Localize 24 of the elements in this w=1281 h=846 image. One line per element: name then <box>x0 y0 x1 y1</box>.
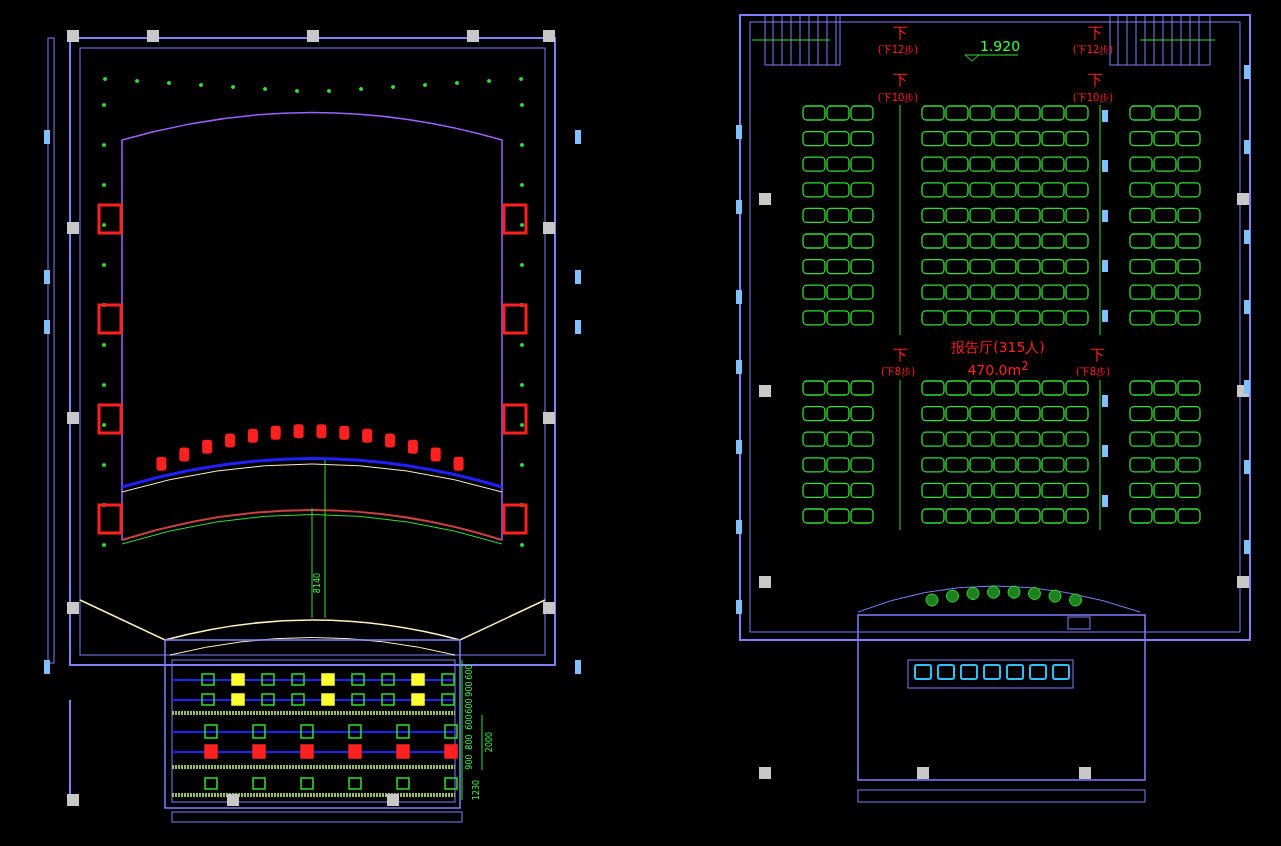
dimension-text: 600 <box>466 714 474 730</box>
step-count-label: (下10步) <box>877 93 919 103</box>
stair-direction-label: 下 <box>1089 347 1105 363</box>
step-count-label: (下8步) <box>1075 367 1111 377</box>
stair-direction-label: 下 <box>1087 72 1103 88</box>
stair-direction-label: 下 <box>892 25 908 41</box>
step-count-label: (下10步) <box>1072 93 1114 103</box>
room-name: 报告厅(315人) <box>951 340 1045 354</box>
stair-direction-label: 下 <box>892 72 908 88</box>
step-count-label: (下12步) <box>1072 45 1114 55</box>
dimension-text: 900 <box>466 754 474 770</box>
dimension-text: 900 <box>466 681 474 697</box>
dimension-text: 600 <box>466 664 474 680</box>
dimension-text: 8140 <box>314 572 322 594</box>
stair-direction-label: 下 <box>1087 25 1103 41</box>
step-count-label: (下12步) <box>877 45 919 55</box>
step-count-label: (下8步) <box>880 367 916 377</box>
dimension-text: 2000 <box>486 731 494 753</box>
area-label: 470.0m$^{2}$ <box>967 360 1029 378</box>
dimension-text: 1230 <box>473 779 481 801</box>
stair-direction-label: 下 <box>892 347 908 363</box>
level-mark: 1.920 <box>979 39 1021 53</box>
dimension-text: 800 <box>466 734 474 750</box>
dimension-text: 600 <box>466 698 474 714</box>
